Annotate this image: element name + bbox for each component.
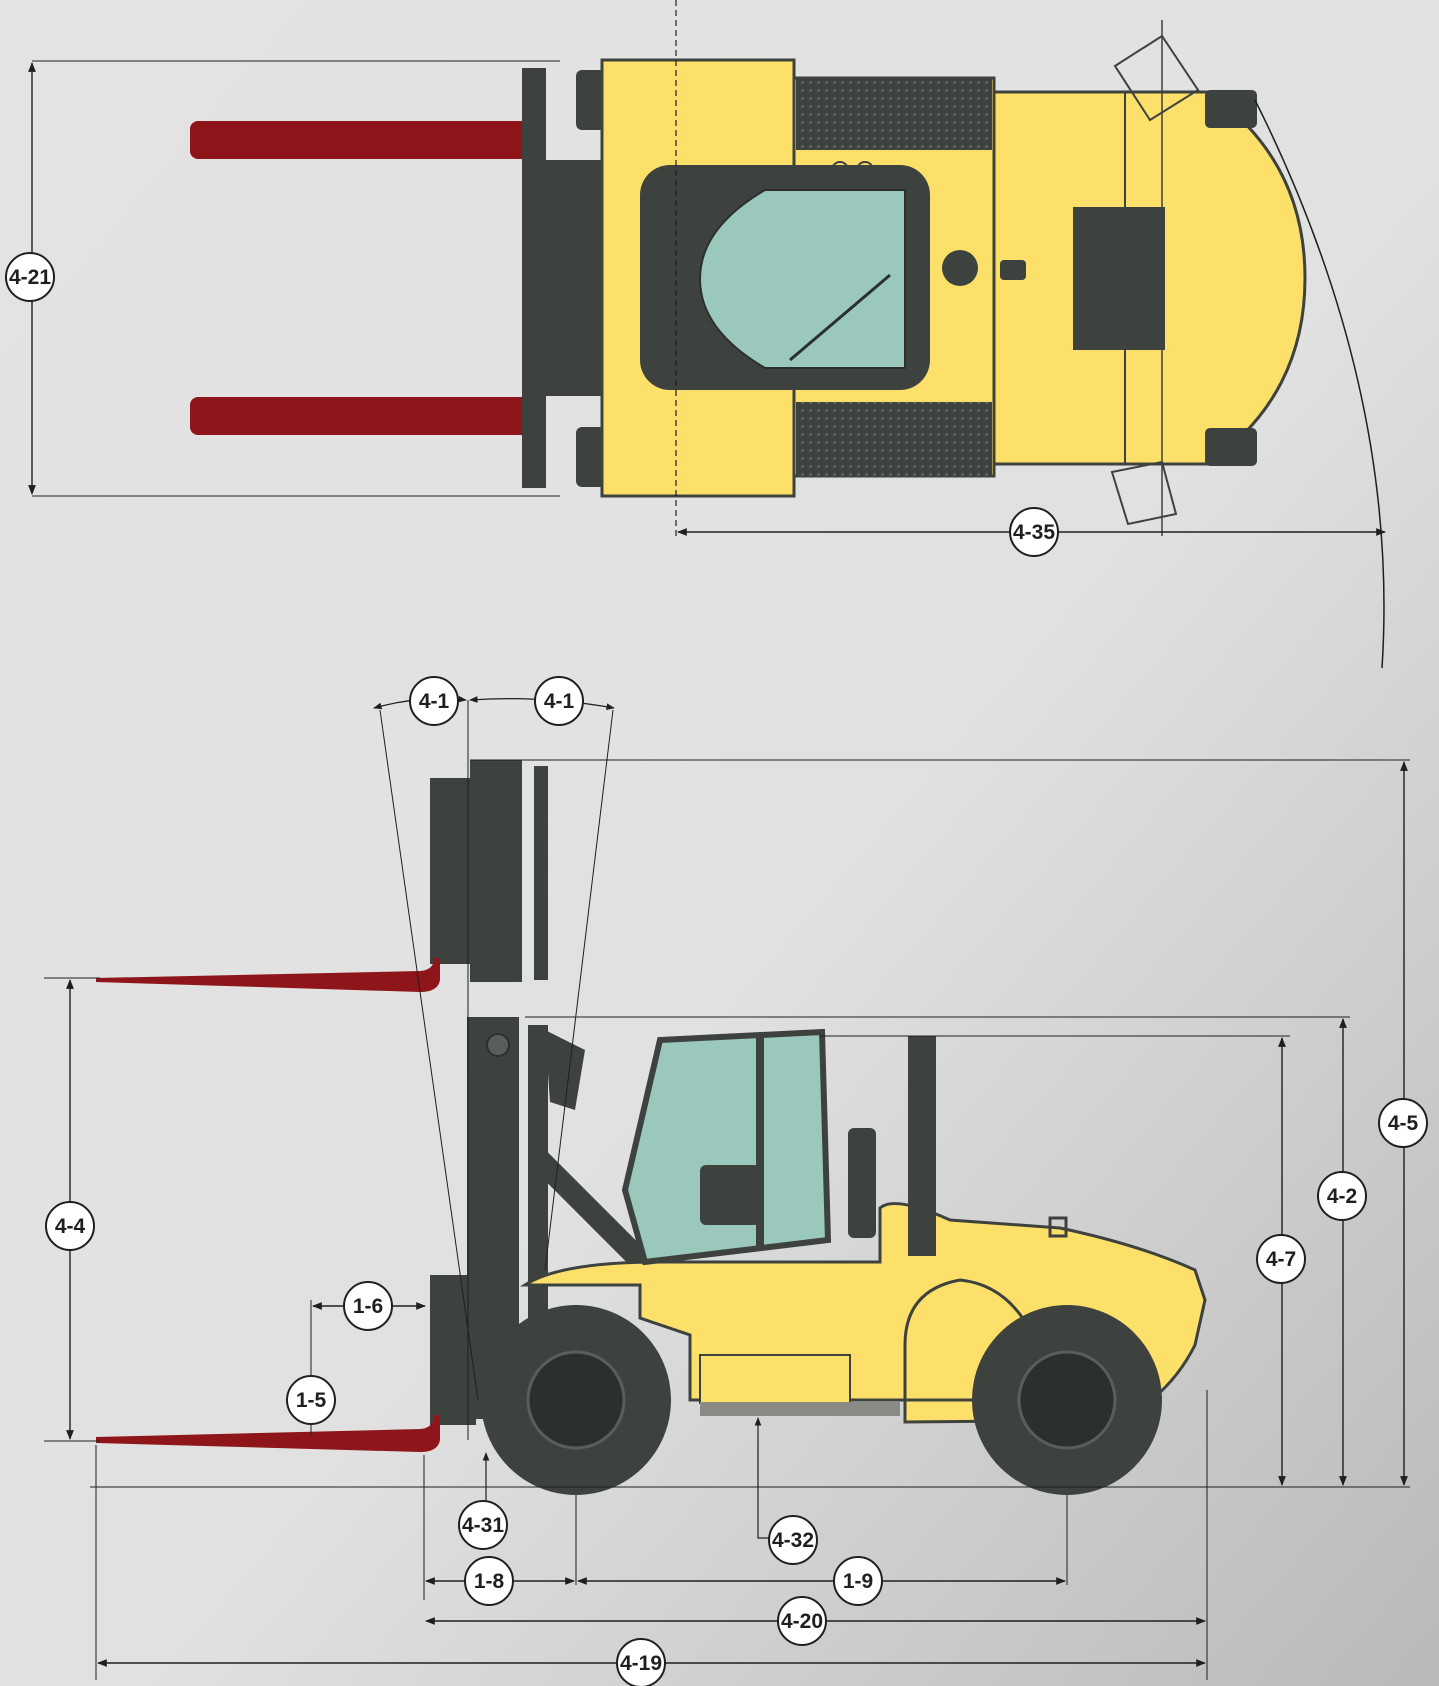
badge-4-5: 4-5 — [1378, 1098, 1428, 1148]
badge-4-35: 4-35 — [1009, 507, 1059, 557]
rear-tire-top-b — [1205, 428, 1257, 466]
fork-tine-top — [190, 121, 530, 159]
badge-4-19: 4-19 — [616, 1638, 666, 1686]
badge-1-5: 1-5 — [286, 1375, 336, 1425]
tilt-bracket — [545, 1030, 585, 1110]
badge-4-1-right: 4-1 — [534, 676, 584, 726]
svg-text:4-19: 4-19 — [620, 1652, 662, 1675]
front-wheel-top-a — [576, 70, 606, 130]
rear-hub — [1017, 1350, 1117, 1450]
raised-mast-outer — [534, 766, 548, 980]
lift-eye — [1048, 1216, 1068, 1238]
turning-radius-arc — [1254, 99, 1385, 669]
svg-text:4-21: 4-21 — [9, 266, 51, 289]
backward-tilt-line — [544, 709, 614, 1271]
wiper — [789, 273, 891, 362]
front-hub — [526, 1350, 626, 1450]
badge-4-4: 4-4 — [45, 1201, 95, 1251]
badge-4-32: 4-32 — [768, 1515, 818, 1565]
badge-4-20: 4-20 — [777, 1596, 827, 1646]
badge-4-21: 4-21 — [5, 252, 55, 302]
svg-text:1-5: 1-5 — [296, 1389, 327, 1412]
svg-text:4-4: 4-4 — [55, 1215, 86, 1238]
fork-tine-bottom — [190, 397, 530, 435]
door-open-top — [1113, 34, 1200, 122]
air-intake — [848, 1128, 876, 1238]
svg-text:4-2: 4-2 — [1327, 1185, 1357, 1208]
svg-text:1-8: 1-8 — [474, 1570, 505, 1593]
raised-carriage — [430, 778, 476, 964]
hood-fitting-b — [856, 161, 874, 179]
badge-4-31: 4-31 — [458, 1500, 508, 1550]
dimension-badges: 4-21 4-35 4-1 4-1 4-4 4-5 4-2 4-7 — [5, 252, 1428, 1686]
svg-text:4-32: 4-32 — [772, 1529, 814, 1552]
svg-text:4-35: 4-35 — [1013, 521, 1055, 544]
top-grill-upper — [796, 78, 992, 150]
top-view — [28, 0, 1386, 669]
badge-4-7: 4-7 — [1256, 1234, 1306, 1284]
svg-text:1-6: 1-6 — [353, 1295, 383, 1318]
svg-text:4-1: 4-1 — [419, 690, 450, 713]
air-intake-top — [942, 250, 978, 286]
raised-mast-inner — [470, 760, 522, 982]
svg-text:4-5: 4-5 — [1388, 1112, 1419, 1135]
badge-1-6: 1-6 — [343, 1281, 393, 1331]
svg-text:4-7: 4-7 — [1266, 1248, 1296, 1271]
svg-text:4-31: 4-31 — [462, 1514, 504, 1537]
front-wheel-top-b — [576, 427, 606, 487]
top-grill-lower — [796, 402, 992, 476]
carriage — [430, 1275, 476, 1425]
fork-carriage — [522, 68, 546, 488]
svg-text:4-20: 4-20 — [781, 1610, 823, 1633]
mast-pulley — [486, 1033, 510, 1057]
dim-line-4-32 — [754, 1417, 772, 1539]
cab-frame — [621, 1028, 832, 1266]
step-box — [699, 1354, 851, 1404]
raised-fork-tine — [96, 958, 440, 992]
tilt-cylinder — [529, 1149, 661, 1281]
badge-4-2: 4-2 — [1317, 1171, 1367, 1221]
badge-1-9: 1-9 — [833, 1556, 883, 1606]
hood-fitting-a — [831, 161, 849, 179]
exhaust-top — [1000, 260, 1026, 280]
badge-4-1-left: 4-1 — [409, 676, 459, 726]
exhaust-stack — [908, 1036, 936, 1256]
badge-1-8: 1-8 — [464, 1556, 514, 1606]
operator-seat — [700, 1165, 760, 1225]
cab-windshield — [698, 189, 906, 369]
svg-text:4-1: 4-1 — [544, 690, 575, 713]
rear-hood-panel — [1073, 207, 1165, 350]
step-plate — [700, 1402, 900, 1416]
forward-tilt-line — [379, 709, 479, 1401]
rear-tire-top-a — [1205, 90, 1257, 128]
svg-text:1-9: 1-9 — [843, 1570, 873, 1593]
fork-tine — [96, 1415, 440, 1452]
door-open-bottom — [1110, 460, 1178, 526]
